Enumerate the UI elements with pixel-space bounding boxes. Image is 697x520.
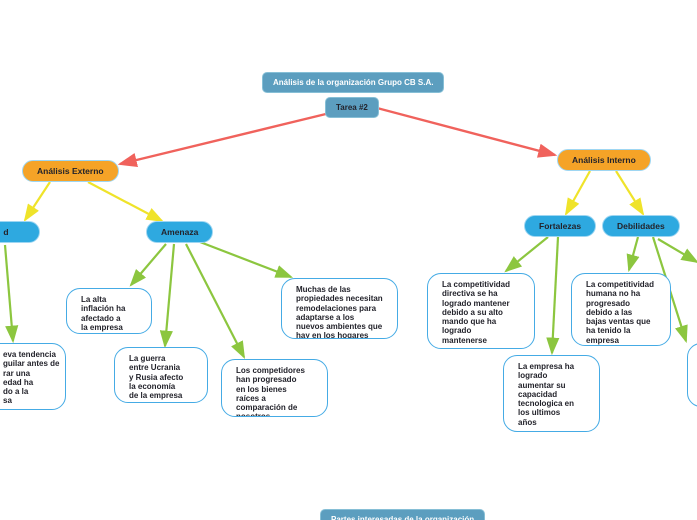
node-analisis-interno[interactable]: Análisis Interno: [557, 149, 651, 171]
leaf-right-cut[interactable]: [687, 343, 697, 407]
edge-external-opportunity: [23, 181, 51, 222]
leaf-directiva[interactable]: La competitividad directiva se ha lograd…: [427, 273, 535, 349]
edge-threat-inflation: [129, 243, 167, 287]
edge-weaknesses-human: [626, 236, 640, 273]
leaf-left-cut[interactable]: eva tendencia guilar antes de rar una ed…: [0, 343, 66, 410]
leaf-inflacion[interactable]: La alta inflación ha afectado a la empre…: [66, 288, 152, 334]
edge-strengths-technology: [546, 236, 560, 356]
edge-task-internal: [376, 106, 558, 158]
leaf-tecnologia[interactable]: La empresa ha logrado aumentar su capaci…: [503, 355, 600, 432]
node-partes-interesadas[interactable]: Partes interesadas de la organización: [320, 509, 486, 520]
leaf-propiedades[interactable]: Muchas de las propiedades necesitan remo…: [281, 278, 398, 339]
edge-threat-war: [159, 243, 176, 349]
edge-threat-properties: [199, 240, 294, 279]
node-amenaza[interactable]: Amenaza: [146, 221, 214, 243]
edge-internal-weaknesses: [615, 170, 645, 216]
edge-weaknesses-offscreen: [657, 238, 697, 264]
edge-opportunity-leftcut: [3, 244, 19, 344]
edge-external-threat: [87, 181, 164, 223]
leaf-competidores[interactable]: Los competidores han progresado en los b…: [221, 359, 328, 417]
edge-threat-competitors: [185, 243, 246, 359]
edge-task-external: [117, 111, 331, 168]
leaf-humana[interactable]: La competitividad humana no ha progresad…: [571, 273, 671, 346]
leaf-guerra[interactable]: La guerra entre Ucrania y Rusia afecto l…: [114, 347, 208, 403]
node-oportunidad-cut[interactable]: d: [0, 221, 40, 243]
edge-strengths-directive: [504, 236, 549, 273]
node-fortalezas[interactable]: Fortalezas: [524, 215, 597, 237]
node-title[interactable]: Análisis de la organización Grupo CB S.A…: [262, 72, 445, 93]
node-task[interactable]: Tarea #2: [325, 97, 379, 118]
edge-internal-strengths: [564, 170, 591, 216]
node-analisis-externo[interactable]: Análisis Externo: [22, 160, 119, 182]
node-debilidades[interactable]: Debilidades: [602, 215, 680, 237]
